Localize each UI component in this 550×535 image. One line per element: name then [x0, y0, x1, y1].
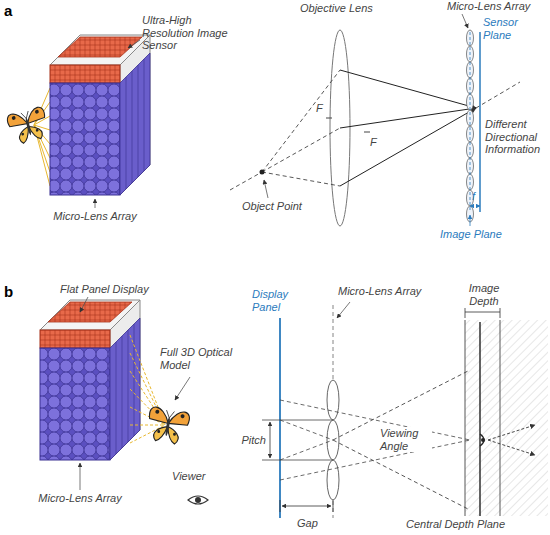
butterfly [145, 406, 190, 446]
stroke [122, 336, 123, 448]
stroke [138, 65, 139, 177]
stroke [470, 206, 474, 207]
lens-array [40, 348, 110, 460]
stroke [326, 118, 332, 119]
stroke [476, 82, 520, 108]
stroke [479, 32, 481, 212]
stroke [282, 506, 306, 507]
stroke [462, 14, 468, 28]
stroke [280, 440, 470, 480]
dimension-label: Pitch [234, 434, 266, 447]
stroke [264, 180, 268, 198]
stroke [333, 500, 334, 512]
stroke [175, 377, 190, 400]
lens [327, 460, 339, 500]
stroke [479, 322, 480, 516]
dimension-label: Image Depth [458, 282, 510, 307]
stroke [128, 330, 129, 442]
dimension-label: f [472, 190, 482, 203]
stroke [364, 132, 370, 133]
stroke [270, 440, 271, 458]
stroke [262, 420, 333, 421]
eye-icon [480, 434, 485, 446]
focal-label: F [370, 136, 382, 149]
stroke [126, 77, 127, 189]
stroke [280, 420, 333, 440]
part-label: Micro-Lens Array [45, 210, 145, 223]
stroke [134, 324, 135, 436]
stroke [116, 342, 117, 454]
stroke [48, 302, 132, 322]
plane-label: Central Depth Plane [404, 518, 538, 531]
stroke [58, 37, 142, 57]
butterfly [6, 106, 50, 146]
stroke [132, 71, 133, 183]
stroke [120, 35, 150, 195]
part-label: Micro-Lens Array [447, 0, 547, 13]
eye-icon [188, 496, 208, 504]
part-label: Objective Lens [300, 2, 390, 15]
stroke [80, 463, 81, 490]
stroke [465, 320, 466, 516]
stroke [470, 215, 471, 226]
panel-letter: b [4, 283, 18, 300]
stroke [128, 40, 140, 48]
stroke [120, 53, 150, 195]
sensor-grid [40, 330, 110, 348]
stroke [306, 506, 331, 507]
part-label: Ultra-High Resolution Image Sensor [142, 14, 230, 52]
plane-label: Image Plane [440, 228, 520, 241]
part-label: Micro-Lens Array [338, 285, 438, 298]
stroke [80, 297, 88, 312]
focal-label: F [316, 102, 328, 115]
stroke [340, 108, 476, 128]
stroke [144, 59, 145, 171]
stroke [476, 206, 480, 207]
part-label: Micro-Lens Array [30, 492, 130, 505]
plane-label: Display Panel [252, 288, 302, 313]
stroke [262, 460, 333, 461]
stroke [488, 425, 535, 440]
stroke [465, 308, 466, 318]
stroke [262, 70, 340, 172]
note-label: Different Directional Information [485, 118, 547, 156]
lens-array [50, 83, 120, 195]
stroke [488, 440, 535, 455]
angle-label: Viewing Angle [378, 427, 432, 452]
stroke [270, 422, 271, 440]
plane-label: Sensor Plane [483, 16, 547, 41]
part-label: Full 3D Optical Model [160, 346, 244, 371]
part-label: Flat Panel Display [60, 283, 170, 296]
stroke [110, 318, 140, 460]
stroke [279, 318, 281, 518]
stroke [340, 108, 476, 186]
part-label: Object Point [242, 200, 322, 213]
objective-lens [330, 30, 350, 226]
display-optics [262, 302, 548, 518]
stroke [280, 400, 470, 440]
stroke [95, 199, 96, 208]
stroke [280, 440, 333, 460]
panel-letter: a [4, 2, 18, 19]
part-label: Viewer [172, 470, 222, 483]
sensor-grid [50, 65, 120, 83]
stroke [500, 308, 501, 318]
stroke [130, 425, 165, 426]
stroke [280, 500, 281, 512]
stroke [470, 32, 471, 212]
stroke [230, 172, 262, 190]
capture-optics [230, 14, 520, 226]
lens [327, 380, 339, 420]
dimension-label: Gap [297, 517, 327, 530]
stroke [500, 320, 501, 516]
stroke [262, 172, 340, 186]
stroke [340, 70, 476, 108]
stroke [337, 302, 350, 318]
stroke [262, 128, 340, 172]
stroke [34, 125, 50, 158]
stroke [465, 312, 500, 313]
capture-device [6, 35, 150, 208]
